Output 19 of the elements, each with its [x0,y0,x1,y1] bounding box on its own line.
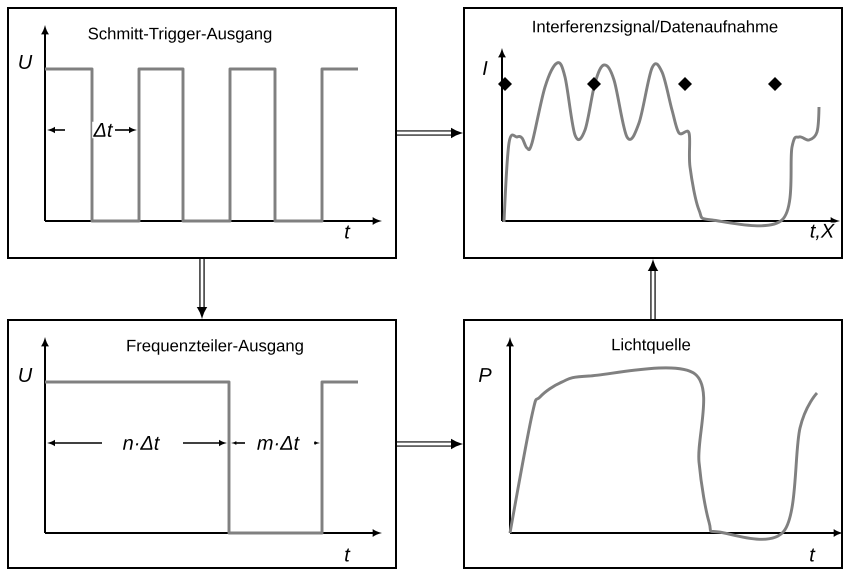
axis-label: t,X [808,222,836,242]
arrow [397,439,462,449]
axis-label: n·Δt [121,434,161,452]
panel-title: Lichtquelle [610,336,692,356]
arrow [397,128,462,138]
axis-label: U [16,54,34,70]
axis-label: t [808,547,816,563]
arrow [197,259,207,318]
axis-label: I [480,60,490,76]
axis-label: t [342,547,352,563]
axis-label: m·Δt [256,434,300,452]
panel-title: Interferenzsignal/Datenaufnahme [530,18,780,38]
axis-label: t [342,224,352,240]
arrow [648,260,658,319]
panel-title: Schmitt-Trigger-Ausgang [86,26,274,44]
panel-title: Frequenzteiler-Ausgang [124,338,306,356]
axis-label: P [477,366,493,384]
axis-label: U [16,366,34,384]
axis-label: Δt [92,122,114,138]
